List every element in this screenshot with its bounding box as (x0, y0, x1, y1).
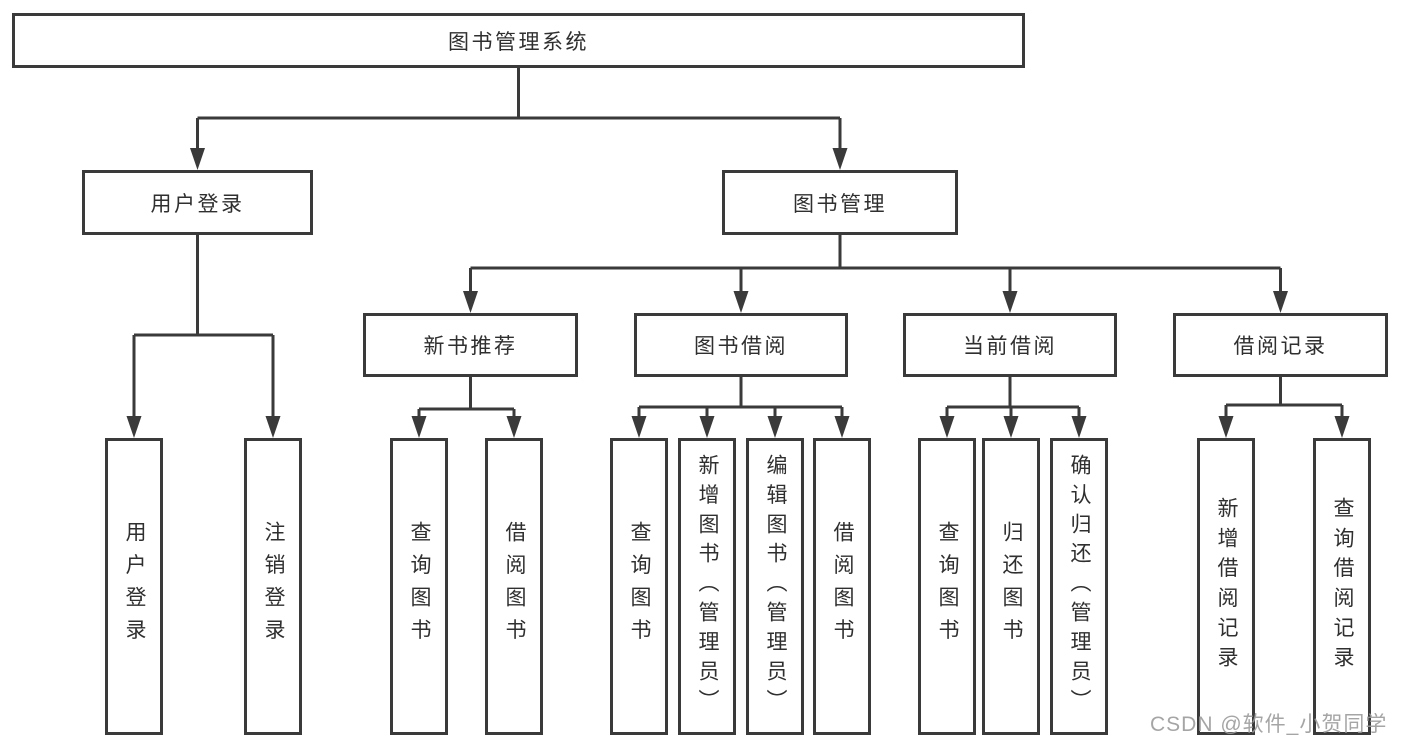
connector-currentborrow-to-leaves (939, 377, 1087, 438)
leaf-add-book-admin: 新增图书（管理员） (678, 438, 736, 735)
node-new-book-recommend: 新书推荐 (363, 313, 578, 377)
leaf-recommend-borrow-book: 借阅图书 (485, 438, 543, 735)
leaf-recommend-query-book: 查询图书 (390, 438, 448, 735)
leaf-current-query-book: 查询图书 (918, 438, 976, 735)
node-root: 图书管理系统 (12, 13, 1025, 68)
connector-bookmgmt-to-level3 (463, 235, 1288, 313)
leaf-add-borrow-record: 新增借阅记录 (1197, 438, 1255, 735)
connector-bookborrow-to-leaves (631, 377, 850, 438)
node-current-borrow: 当前借阅 (903, 313, 1117, 377)
connector-root-to-level2 (190, 68, 848, 170)
leaf-borrow-book: 借阅图书 (813, 438, 871, 735)
csdn-watermark: CSDN @软件_小贺同学 (1150, 713, 1388, 736)
connector-borrowrecords-to-leaves (1218, 377, 1350, 438)
leaf-user-login: 用户登录 (105, 438, 163, 735)
leaf-confirm-return-admin: 确认归还（管理员） (1050, 438, 1108, 735)
node-book-borrow: 图书借阅 (634, 313, 848, 377)
leaf-query-borrow-record: 查询借阅记录 (1313, 438, 1371, 735)
connector-newbook-to-leaves (411, 377, 522, 438)
leaf-return-book: 归还图书 (982, 438, 1040, 735)
connector-userlogin-to-leaves (126, 235, 281, 438)
leaf-logout: 注销登录 (244, 438, 302, 735)
node-borrow-records: 借阅记录 (1173, 313, 1388, 377)
leaf-borrow-query-book: 查询图书 (610, 438, 668, 735)
node-user-login: 用户登录 (82, 170, 313, 235)
node-book-management: 图书管理 (722, 170, 958, 235)
leaf-edit-book-admin: 编辑图书（管理员） (746, 438, 804, 735)
